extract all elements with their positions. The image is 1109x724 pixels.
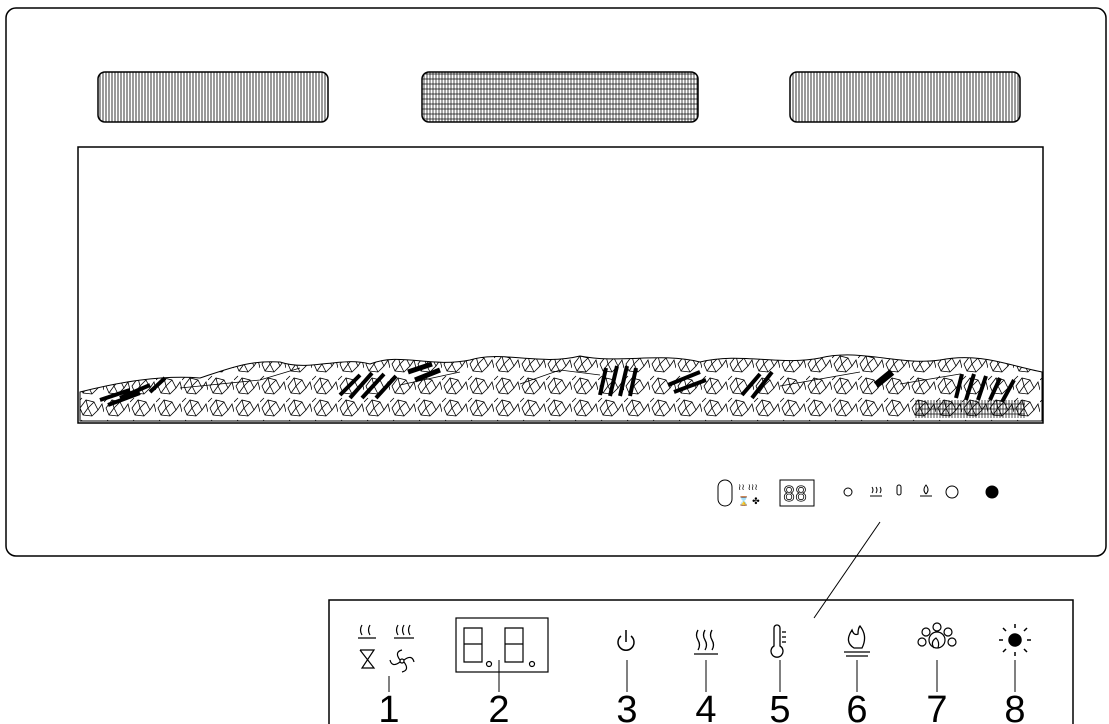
vent-right <box>789 71 1021 123</box>
vent-left <box>97 71 329 123</box>
callout-number-1: 1 <box>378 689 399 724</box>
two-digit-display-icon <box>455 617 549 673</box>
ember-bed <box>79 354 1043 422</box>
callout-number-2: 2 <box>488 689 509 724</box>
callout-number-3: 3 <box>616 689 637 724</box>
callout-number-7: 7 <box>926 689 947 724</box>
vent-center <box>421 71 699 123</box>
flame-color-icon <box>917 622 957 649</box>
flame-window <box>77 146 1044 424</box>
callout-number-5: 5 <box>769 689 790 724</box>
heat-mode-indicators-icon <box>358 624 415 673</box>
fireplace-frame <box>5 7 1107 557</box>
power-icon <box>617 630 635 651</box>
brightness-icon <box>999 624 1031 656</box>
svg-text:88: 88 <box>783 482 807 506</box>
leader-line <box>813 521 881 619</box>
control-panel-enlarged: 1 2 3 4 5 6 7 8 <box>328 599 1074 724</box>
callout-number-8: 8 <box>1004 689 1025 724</box>
thermometer-icon <box>770 624 786 658</box>
heat-icon <box>694 629 718 655</box>
svg-text:⌛ ✤: ⌛ ✤ <box>738 495 760 507</box>
callout-number-4: 4 <box>695 689 716 724</box>
callout-ticks <box>388 660 1016 692</box>
flame-icon <box>844 625 870 657</box>
svg-text:≀≀ ≀≀≀: ≀≀ ≀≀≀ <box>738 483 758 493</box>
callout-number-6: 6 <box>846 689 867 724</box>
control-strip-miniature: ≀≀ ≀≀≀ ⌛ ✤ 88 <box>717 479 999 507</box>
